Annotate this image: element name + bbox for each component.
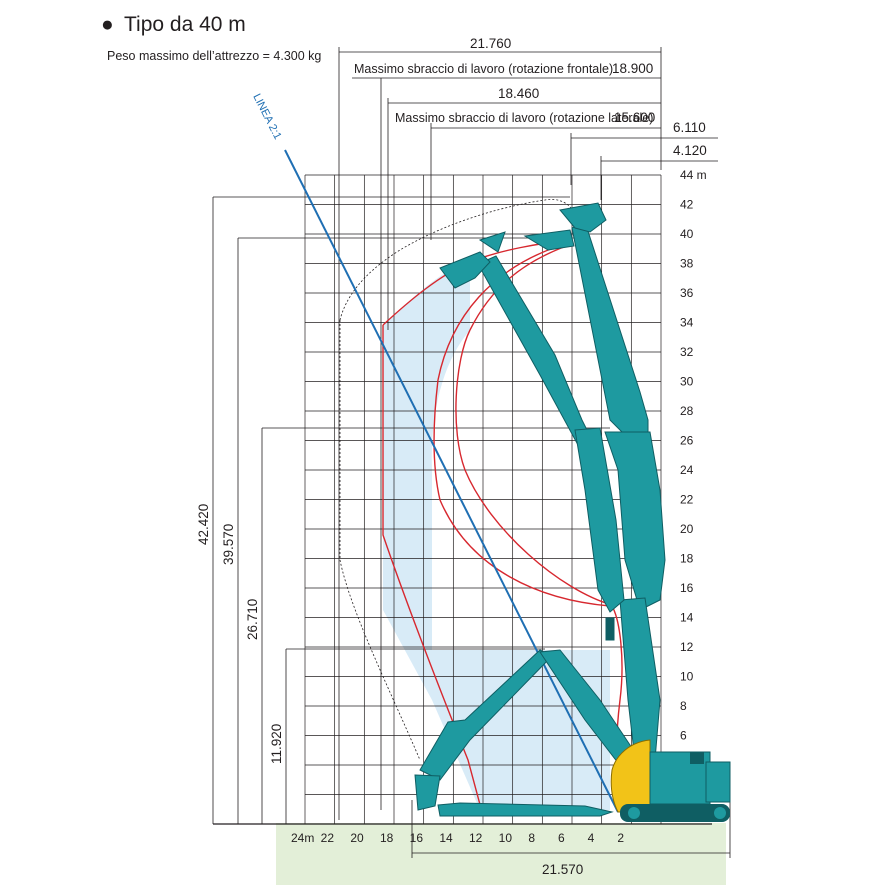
y-tick-label: 8 [680, 699, 687, 713]
y-axis-ticks: 44 m 42 40 38 36 34 32 30 28 26 24 22 20 18 16 14 12 10 8 6 [680, 168, 707, 743]
vertical-dimensions [212, 196, 610, 824]
page-title: Tipo da 40 m [124, 13, 246, 36]
ground-band [276, 823, 726, 885]
dim-front-value: 18.900 [612, 61, 653, 76]
y-tick-label: 34 [680, 316, 694, 330]
y-tick-label: 24 [680, 463, 694, 477]
dim-side-label: Massimo sbraccio di lavoro (rotazione la… [395, 111, 653, 125]
x-tick-label: 14 [439, 831, 453, 845]
x-tick-label: 16 [410, 831, 424, 845]
dim-21760: 21.760 [470, 36, 511, 51]
vdim-42420: 42.420 [196, 504, 211, 545]
x-tick-label: 8 [528, 831, 535, 845]
y-tick-label: 40 [680, 227, 694, 241]
dim-6110: 6.110 [673, 120, 706, 135]
vdim-26710: 26.710 [245, 599, 260, 640]
y-tick-label: 42 [680, 198, 694, 212]
dim-21570: 21.570 [542, 862, 583, 877]
x-tick-label: 4 [588, 831, 595, 845]
linea-label: LINEA 2:1 [250, 92, 283, 142]
y-tick-label: 32 [680, 345, 694, 359]
y-tick-label: 10 [680, 670, 694, 684]
y-tick-label: 26 [680, 434, 694, 448]
title-bullet: ● [101, 13, 114, 36]
dim-side-value: 15.600 [614, 110, 655, 125]
working-area-shade [383, 262, 610, 810]
dim-front-label: Massimo sbraccio di lavoro (rotazione fr… [354, 62, 613, 76]
x-tick-label: 12 [469, 831, 483, 845]
vdim-39570: 39.570 [221, 524, 236, 565]
x-tick-label: 18 [380, 831, 394, 845]
boom-high [559, 202, 666, 761]
x-axis-ticks: 24m 22 20 18 16 14 12 10 8 6 4 2 [291, 831, 624, 845]
boom-mid [439, 229, 625, 613]
y-tick-label: 38 [680, 257, 694, 271]
x-tick-label: 6 [558, 831, 565, 845]
subtitle: Peso massimo dell’attrezzo = 4.300 kg [107, 49, 321, 63]
machine-base [610, 739, 731, 822]
x-tick-label: 22 [321, 831, 335, 845]
dim-4120: 4.120 [673, 143, 707, 158]
y-tick-label: 20 [680, 522, 694, 536]
y-tick-label: 18 [680, 552, 694, 566]
linea-2-1 [284, 149, 619, 813]
x-tick-label: 20 [350, 831, 364, 845]
x-tick-label: 2 [617, 831, 624, 845]
y-tick-label: 36 [680, 286, 694, 300]
outer-envelope-dotted-lower [339, 320, 421, 761]
y-tick-label: 28 [680, 404, 694, 418]
y-tick-label: 44 m [680, 168, 707, 182]
y-tick-label: 30 [680, 375, 694, 389]
vdim-11920: 11.920 [269, 724, 284, 764]
y-tick-label: 16 [680, 581, 694, 595]
boom-low [414, 649, 641, 817]
y-tick-label: 14 [680, 611, 694, 625]
x-tick-label: 10 [499, 831, 513, 845]
y-tick-label: 6 [680, 729, 687, 743]
x-tick-label: 24m [291, 831, 314, 845]
y-tick-label: 22 [680, 493, 694, 507]
y-tick-label: 12 [680, 640, 694, 654]
top-dimensions [338, 47, 718, 820]
dim-18460: 18.460 [498, 86, 539, 101]
